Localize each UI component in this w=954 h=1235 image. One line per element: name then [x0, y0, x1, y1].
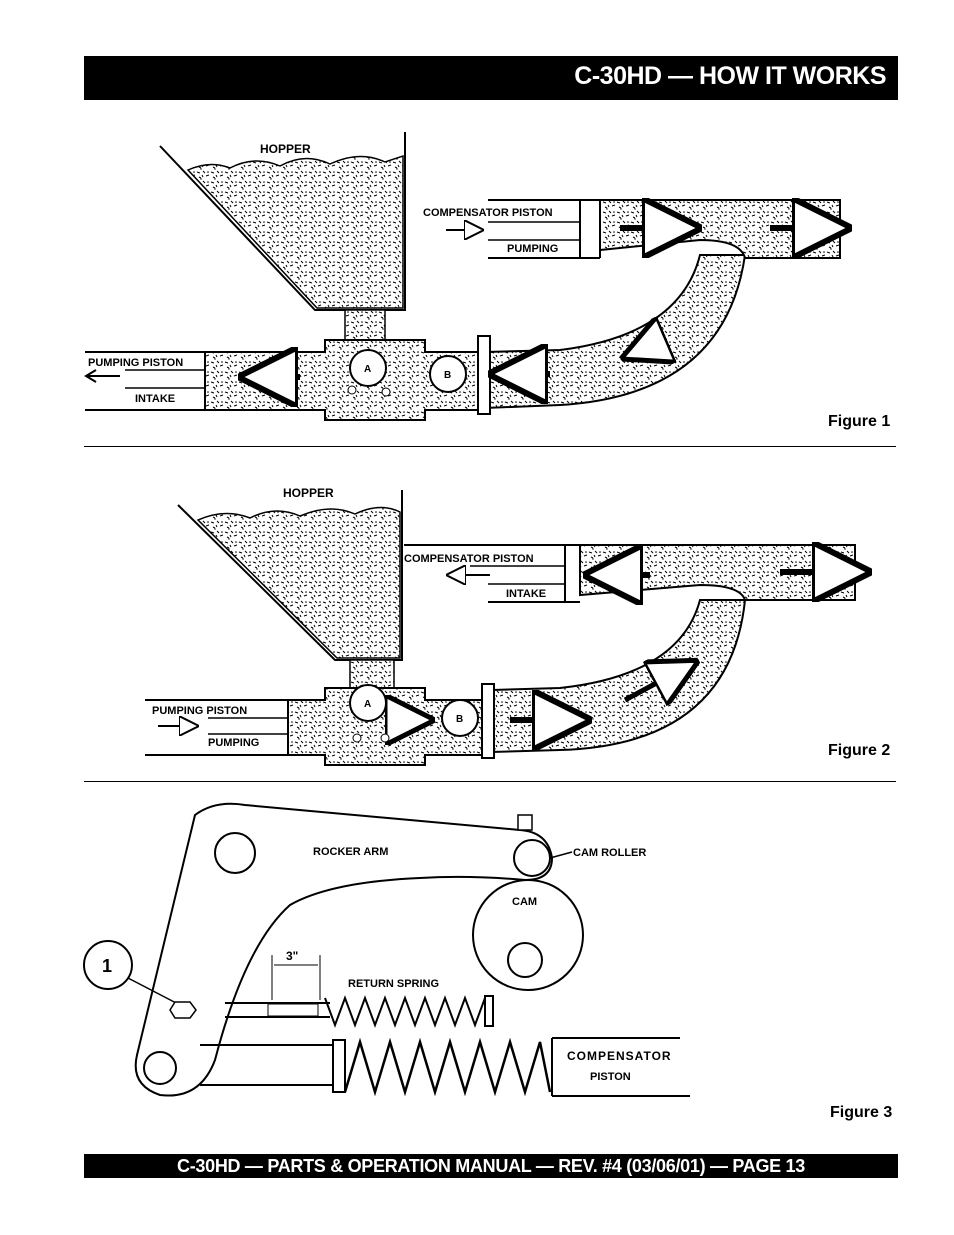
valve-b	[429, 355, 467, 393]
rocker-arm	[134, 802, 554, 1097]
figure-1-caption: Figure 1	[828, 413, 891, 430]
hopper-label: HOPPER	[283, 486, 334, 500]
compensator-label: COMPENSATOR	[567, 1049, 672, 1063]
cam	[472, 879, 584, 991]
header-bar: C-30HD — HOW IT WORKS	[84, 56, 898, 100]
return-spring-label: RETURN SPRING	[348, 978, 439, 990]
valve-b-label: B	[456, 714, 463, 725]
figure-2-caption: Figure 2	[828, 742, 891, 759]
cam-label: CAM	[512, 896, 537, 908]
divider	[84, 781, 896, 782]
cam-roller	[513, 839, 551, 877]
pumping-label: PUMPING	[208, 737, 259, 749]
footer-text: C-30HD — PARTS & OPERATION MANUAL — REV.…	[177, 1156, 805, 1176]
intake-label: INTAKE	[135, 393, 175, 405]
valve-a	[349, 684, 387, 722]
intake-label: INTAKE	[506, 588, 546, 600]
dimension-label: 3"	[286, 949, 298, 963]
valve-a-label: A	[364, 699, 371, 710]
callout-1-label: 1	[102, 956, 112, 976]
valve-a	[349, 349, 387, 387]
compensator-piston-label: COMPENSATOR PISTON	[423, 207, 553, 219]
hopper-label: HOPPER	[260, 142, 311, 156]
valve-a-label: A	[364, 364, 371, 375]
pumping-label: PUMPING	[507, 243, 558, 255]
compensator-piston-label: COMPENSATOR PISTON	[404, 553, 534, 565]
valve-b-label: B	[444, 370, 451, 381]
rocker-arm-label: ROCKER ARM	[313, 846, 388, 858]
valve-b	[441, 699, 479, 737]
divider	[84, 446, 896, 447]
pumping-piston-label: PUMPING PISTON	[152, 705, 247, 717]
figure-3-caption: Figure 3	[830, 1104, 893, 1121]
pumping-piston-label: PUMPING PISTON	[88, 357, 183, 369]
page-title: C-30HD — HOW IT WORKS	[574, 62, 886, 90]
cam-roller-label: CAM ROLLER	[573, 847, 646, 859]
footer-bar: C-30HD — PARTS & OPERATION MANUAL — REV.…	[84, 1154, 898, 1178]
piston-label: PISTON	[590, 1071, 631, 1083]
callout-1	[83, 940, 133, 990]
